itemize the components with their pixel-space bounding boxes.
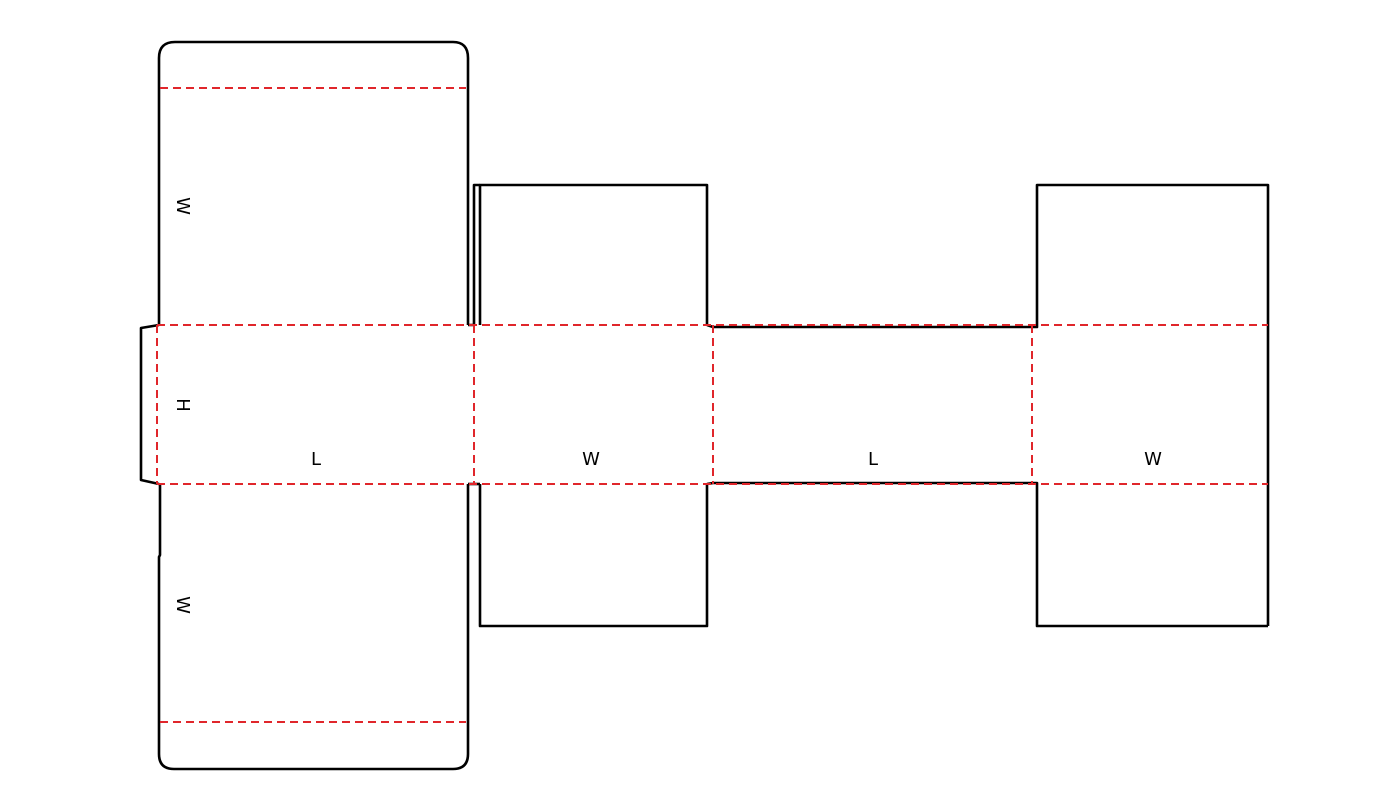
fold-lines [156, 87, 1268, 723]
label-panel3-l: L [868, 449, 878, 470]
cut-lines [139, 40, 1270, 771]
panel4-bottom-flap-outline [1035, 484, 1268, 628]
glue-tab-outline [139, 323, 160, 486]
left-column-outline [157, 40, 470, 771]
label-panel1-l: L [311, 449, 321, 470]
label-panel2-w: W [582, 449, 600, 470]
dimension-labels: W H W L W L W [172, 197, 1162, 614]
label-height-h: H [172, 398, 193, 412]
panel4-top-flap-outline [1035, 183, 1270, 626]
panel2-top-flap-outline [478, 183, 709, 325]
slot-notch-top [468, 183, 480, 327]
panel2-bottom-flap-outline [478, 484, 709, 628]
label-flap-top-w: W [172, 197, 193, 215]
label-flap-bottom-w: W [172, 596, 193, 614]
label-panel4-w: W [1144, 449, 1162, 470]
